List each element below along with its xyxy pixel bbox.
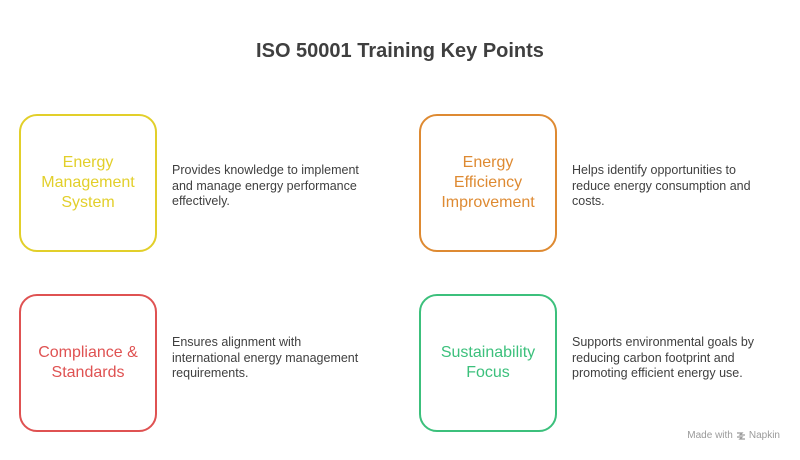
card-energy-efficiency-improvement: Energy Efficiency Improvement (419, 114, 557, 252)
footer-brand: Napkin (748, 430, 780, 441)
description-energy-management-system: Provides knowledge to implement and mana… (172, 163, 359, 208)
card-label: Compliance & Standards (38, 344, 138, 381)
footer-made-with: Made with (687, 430, 733, 441)
card-label: Energy Efficiency Improvement (441, 154, 535, 211)
description-compliance-standards: Ensures alignment with international ene… (172, 335, 359, 380)
card-sustainability-focus: Sustainability Focus (419, 294, 557, 432)
card-energy-management-system: Energy Management System (19, 114, 157, 252)
diagram-title: ISO 50001 Training Key Points (256, 40, 544, 62)
description-sustainability-focus: Supports environmental goals by reducing… (572, 335, 755, 380)
description-energy-efficiency-improvement: Helps identify opportunities to reduce e… (572, 163, 751, 208)
napkin-logo-icon (736, 431, 745, 440)
card-label: Sustainability Focus (440, 344, 536, 381)
card-label: Energy Management System (41, 154, 135, 211)
made-with-napkin-footer: Made with Napkin (687, 430, 780, 441)
card-compliance-standards: Compliance & Standards (19, 294, 157, 432)
